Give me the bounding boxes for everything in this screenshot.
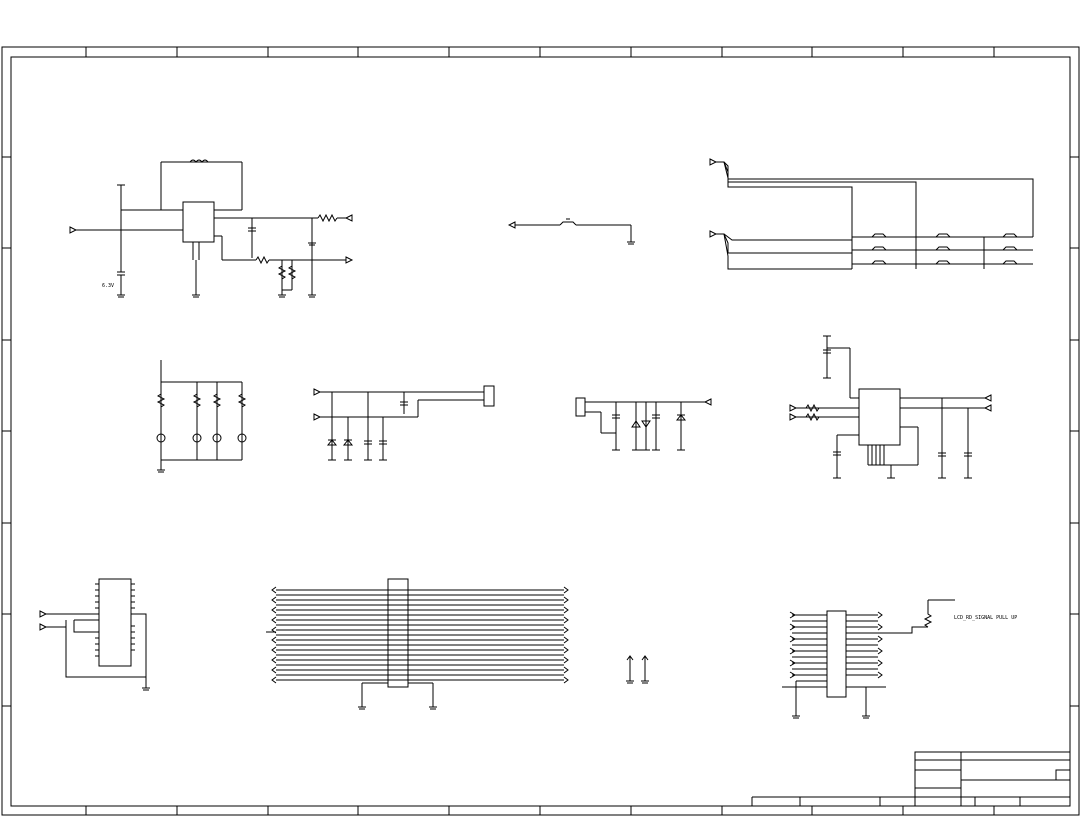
output-port-arrow <box>345 256 354 264</box>
input-port-arrow <box>69 226 78 234</box>
resistor <box>277 265 287 280</box>
input-port-arrow <box>313 413 322 421</box>
port-arrows-right <box>563 586 569 684</box>
memory-ic <box>98 578 132 667</box>
input-protection-circuit <box>575 397 712 451</box>
resistor <box>805 412 820 422</box>
test-point-grounds <box>626 655 649 684</box>
zener-diode <box>631 420 641 428</box>
resistor <box>192 393 202 408</box>
electrolytic-cap-voltage-label: 6.3V <box>102 283 114 289</box>
reset-switch-circuit <box>507 218 635 245</box>
tvs-diode <box>342 439 354 446</box>
input-port-arrow <box>709 230 718 238</box>
output-port-arrow <box>703 398 712 406</box>
input-port-arrow <box>709 158 718 166</box>
lcd-bus-lines <box>266 589 564 681</box>
interface-ic-circuit <box>789 335 992 479</box>
input-port-arrow <box>507 221 516 229</box>
ic-pin-stubs <box>95 583 135 657</box>
inductor <box>189 159 209 163</box>
zener-diode <box>641 420 651 428</box>
interface-ic <box>858 388 901 446</box>
input-port-arrow <box>39 610 48 618</box>
resistor <box>317 213 338 223</box>
output-port-arrow <box>983 404 992 412</box>
buffer-ic <box>826 610 847 698</box>
input-port-arrow <box>39 623 48 631</box>
port-arrows-left <box>271 586 277 684</box>
title-block <box>751 751 1071 807</box>
lcd-connector-circuit <box>266 578 569 710</box>
push-switch <box>559 218 577 226</box>
diode <box>308 242 316 246</box>
resistor <box>212 393 222 408</box>
connector-protection-circuit <box>313 385 495 461</box>
connector <box>483 385 495 407</box>
led-icon <box>156 433 247 443</box>
resistor <box>805 403 820 413</box>
regulator-ic <box>182 201 215 243</box>
resistor <box>255 255 270 265</box>
signal-lines-left <box>789 611 827 679</box>
key-switch <box>871 233 1018 265</box>
resistor <box>156 393 166 408</box>
output-port-arrow <box>983 394 992 402</box>
power-regulator-circuit: 6.3V <box>69 159 354 298</box>
resistor <box>237 393 247 408</box>
memory-ic-circuit <box>39 578 150 691</box>
output-port-arrow <box>344 214 353 222</box>
tvs-diode <box>675 414 687 421</box>
tvs-diode <box>326 439 338 446</box>
lcd-pullup-note: LCD_RD_SIGNAL PULL UP <box>954 615 1017 621</box>
pullup-resistor <box>923 600 933 628</box>
input-port-arrow <box>789 404 798 412</box>
input-port-arrow <box>789 413 798 421</box>
led-indicator-circuit <box>156 360 247 473</box>
resistor <box>287 265 297 280</box>
key-matrix-circuit <box>709 158 1034 270</box>
connector <box>575 397 586 417</box>
input-port-arrow <box>313 388 322 396</box>
lcd-signal-ic-circuit: LCD_RD_SIGNAL PULL UP <box>782 599 1017 719</box>
ground-symbol <box>117 294 316 298</box>
lcd-connector <box>387 578 409 688</box>
signal-lines-right <box>846 611 883 679</box>
sheet-frame <box>1 46 1080 816</box>
